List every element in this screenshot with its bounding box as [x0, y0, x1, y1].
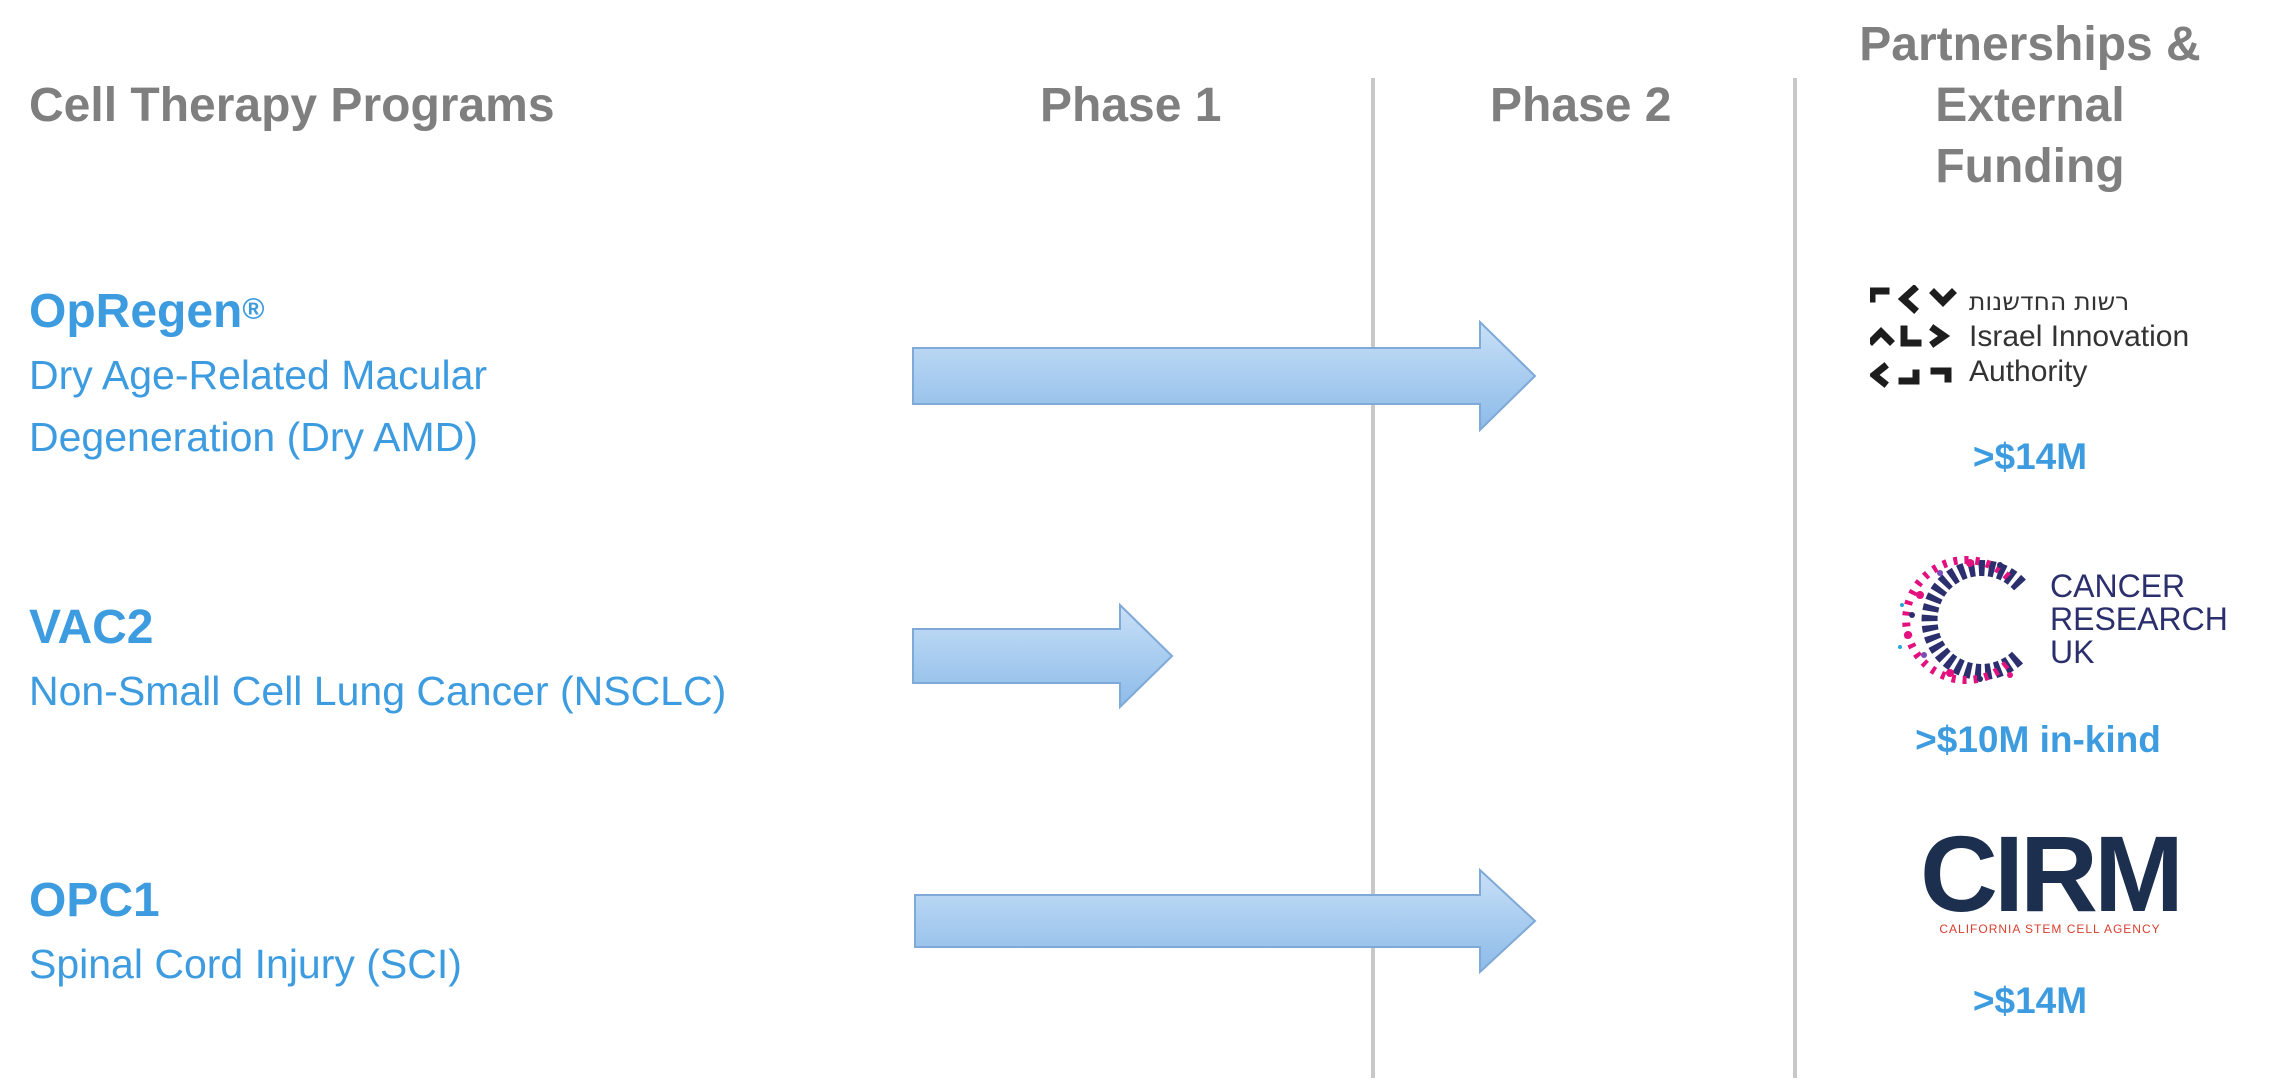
cruk-name-line1: CANCER	[2050, 568, 2185, 604]
cirm-tagline: CALIFORNIA STEM CELL AGENCY	[1939, 922, 2160, 936]
opregen-progress-arrow	[912, 319, 1537, 433]
partnerships-divider-line	[1793, 78, 1797, 1078]
program-opc1: OPC1 Spinal Cord Injury (SCI)	[29, 869, 729, 995]
cruk-funding-amount: >$10M in-kind	[1915, 719, 2161, 760]
cruk-name-line2: RESEARCH	[2050, 601, 2228, 637]
program-opregen: OpRegen® Dry Age-Related Macular Degener…	[29, 280, 609, 468]
cruk-name-line3: UK	[2050, 634, 2094, 670]
phase2-column-header: Phase 2	[1490, 79, 1672, 132]
program-indication: Spinal Cord Injury (SCI)	[29, 941, 462, 987]
iia-hebrew-name: רשות החדשנות	[1969, 287, 2129, 316]
cruk-dotted-c-icon	[1898, 556, 2026, 684]
israel-innovation-authority-logo: רשות החדשנות Israel Innovation Authority	[1870, 285, 2189, 388]
cirm-logo: CIRM CALIFORNIA STEM CELL AGENCY	[1920, 825, 2184, 936]
programs-column-header: Cell Therapy Programs	[29, 79, 555, 132]
partnerships-column-header: Partnerships & External Funding	[1859, 18, 2201, 193]
opc1-progress-arrow	[914, 867, 1537, 975]
vac2-progress-arrow	[912, 602, 1174, 710]
iia-name-line1: Israel Innovation	[1969, 320, 2189, 353]
phase-divider-line	[1371, 78, 1375, 1078]
cirm-wordmark: CIRM	[1920, 825, 2180, 934]
program-name: OpRegen®	[29, 285, 265, 338]
iia-funding-amount: >$14M	[1972, 436, 2088, 477]
program-indication: Dry Age-Related Macular Degeneration (Dr…	[29, 352, 488, 460]
program-indication: Non-Small Cell Lung Cancer (NSCLC)	[29, 668, 727, 714]
cancer-research-uk-logo: CANCER RESEARCH UK	[1898, 556, 2228, 684]
registered-mark: ®	[242, 293, 265, 326]
program-name: VAC2	[29, 601, 154, 654]
program-name: OPC1	[29, 874, 160, 927]
iia-name-line2: Authority	[1969, 355, 2087, 388]
cirm-funding-amount: >$14M	[1972, 980, 2088, 1021]
phase1-column-header: Phase 1	[1040, 79, 1222, 132]
program-vac2: VAC2 Non-Small Cell Lung Cancer (NSCLC)	[29, 596, 809, 722]
